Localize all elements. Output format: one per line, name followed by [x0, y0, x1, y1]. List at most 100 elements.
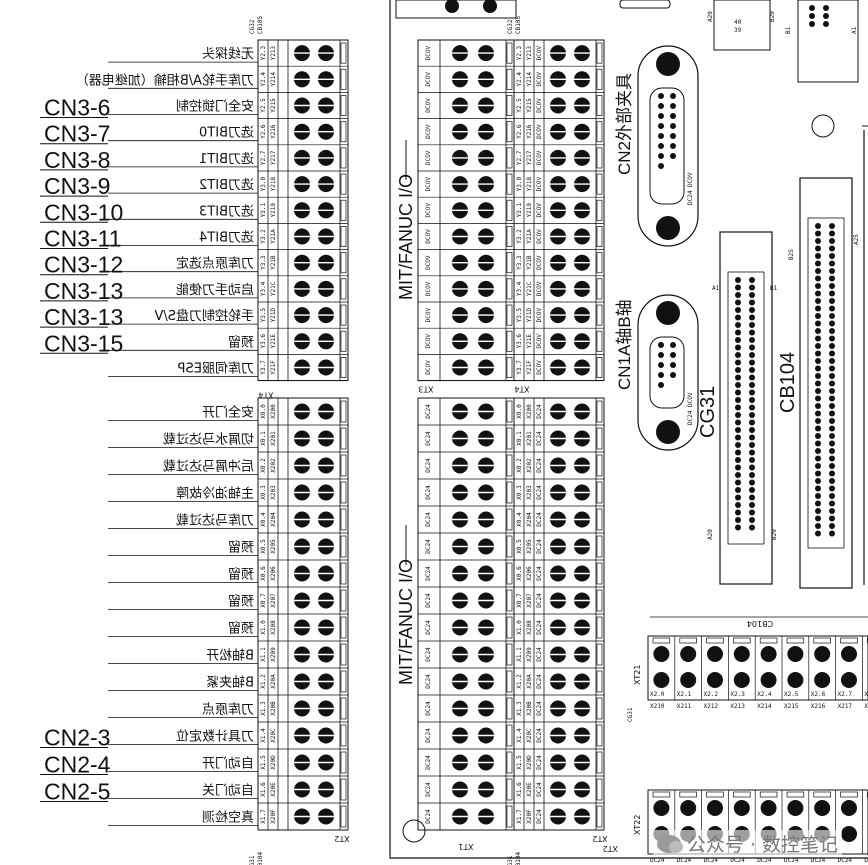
cg31-header-pin: [749, 502, 755, 508]
xt21-pin-label: X2.2: [704, 691, 719, 698]
cg31-header-pin: [735, 524, 741, 531]
xt21-terminal-screw: [733, 672, 750, 688]
cn1a-connector-pin: [670, 372, 676, 378]
xt1-volt-label: DC24: [425, 701, 432, 716]
xt22-terminal-screw: [680, 800, 697, 816]
xt21-pin-label: X2.6: [811, 691, 826, 698]
xt4b-addr-label: Y21E: [526, 334, 533, 349]
xt21-addr-label: X217: [838, 703, 853, 710]
xt4b-latch: [596, 199, 603, 221]
xt4-latch: [340, 121, 347, 143]
xt2b-latch: [596, 670, 603, 693]
xt2b-addr-label: X204: [526, 512, 533, 527]
xt4-pin-label: Y3.2: [260, 229, 267, 244]
xt2-addr-label: X207: [270, 593, 277, 608]
xt4-latch: [340, 68, 347, 90]
xt4b-pin-label: Y3.2: [516, 229, 523, 244]
cn2-connector-pin: [658, 143, 664, 149]
xt2b-pin-label: X1.5: [516, 755, 523, 770]
xt2b-latch: [596, 778, 603, 801]
cn2-connector-screw-bottom: [656, 216, 680, 240]
xt3-label: XT3: [418, 385, 433, 394]
xt4-pin-label: Y3.6: [260, 334, 267, 349]
xt4-addr-label: Y21D: [270, 307, 277, 322]
xt21-label: XT21: [633, 665, 642, 685]
cg31-header-frame: [719, 231, 773, 585]
xt2b-latch: [596, 616, 603, 639]
xt22-addr-label: DC24: [677, 857, 692, 864]
b25-label: B25: [788, 249, 795, 260]
xt4b-extra-label: DCOV: [536, 176, 543, 191]
cb104-header-pin: [815, 238, 821, 244]
xt2-row-func-label: B轴松开: [206, 649, 254, 664]
a1-label: A1: [712, 285, 720, 292]
cg31-header-pin: [749, 434, 755, 441]
cn2-connector-pin: [670, 153, 676, 159]
xt1-latch: [506, 751, 513, 774]
xt4-row-cn-label: CN3-8: [44, 147, 110, 173]
watermark-text: 公众号 · 数控笔记: [686, 834, 838, 856]
cb104-header-pin: [815, 448, 821, 454]
cb104-header-pin: [829, 470, 835, 477]
xt2b-extra-label: DC24: [536, 512, 543, 527]
xt4b-latch: [596, 252, 603, 274]
xt2-latch: [340, 643, 347, 666]
xt4-pin-label: Y3.0: [260, 176, 267, 191]
xt2b-pin-label: X0.7: [516, 593, 523, 608]
xt3-latch: [506, 95, 513, 116]
xt4-addr-label: Y21E: [270, 334, 277, 349]
xt21-pin-label: X2.7: [838, 691, 853, 698]
cb105-label: CB105: [257, 16, 264, 34]
xt2b-pin-label: X1.2: [516, 674, 523, 689]
xt22-addr-label: DC24: [864, 857, 868, 864]
top-header-b: [797, 0, 859, 83]
xt4-pin-label: Y3.1: [260, 203, 267, 218]
xt2-addr-label: X205: [270, 539, 277, 554]
cg31-header-pin: [749, 299, 755, 306]
xt2b-addr-label: X20B: [526, 701, 533, 716]
xt2b-extra-label: DC24: [536, 674, 543, 689]
xt4-row-cn-label: CN3-6: [44, 95, 110, 121]
xt4-latch: [340, 147, 347, 169]
cn2-label: CN2外部夹具: [615, 73, 634, 175]
b1-label: B1: [770, 285, 778, 292]
cg31-header-pin: [735, 397, 741, 403]
cb104-header-pin: [815, 470, 821, 477]
xt4-addr-label: Y216: [270, 124, 277, 139]
xt2b-pin-label: X0.0: [516, 404, 523, 419]
cb104-header-label: CB104: [777, 352, 799, 413]
cg31-header-pin: [749, 284, 755, 291]
top-header-a: [713, 0, 771, 51]
xt3-latch: [506, 173, 513, 195]
xt2-latch: [340, 778, 347, 801]
cb104-header-pin: [815, 440, 821, 447]
xt2-addr-label: X203: [270, 485, 277, 500]
xt4b-pin-label: Y2.4: [516, 72, 523, 87]
cb104-label-mid: CB104: [515, 852, 522, 865]
cb104-header-pin: [815, 328, 821, 334]
xt2b-latch: [596, 535, 603, 558]
xt22-cg31-label: CG31: [627, 707, 634, 722]
xt1-label: XT1: [458, 842, 473, 851]
xt3-volt-label: DCOV: [425, 281, 432, 296]
xt2b-addr-label: X201: [526, 431, 533, 446]
cg31-header-pin: [749, 524, 755, 531]
xt2-addr-label: X20E: [270, 782, 277, 797]
xt3-latch: [506, 304, 513, 326]
xt1-latch: [506, 562, 513, 585]
xt4-latch: [340, 226, 347, 247]
cg31-header-pin: [749, 374, 755, 381]
xt1-latch: [506, 697, 513, 720]
cg31-header-pin: [749, 337, 755, 343]
xt21-terminal-screw: [814, 672, 831, 688]
xt4-addr-label: Y21C: [270, 281, 277, 296]
top-header-pin: [823, 5, 829, 11]
xt2-latch: [340, 454, 347, 477]
xt2b-extra-label: DC24: [536, 728, 543, 743]
xt3-latch: [506, 357, 513, 378]
xt2b-pin-label: X1.6: [516, 782, 523, 797]
cb104-header-pin: [829, 238, 835, 244]
cb104-header-pin: [815, 223, 821, 229]
